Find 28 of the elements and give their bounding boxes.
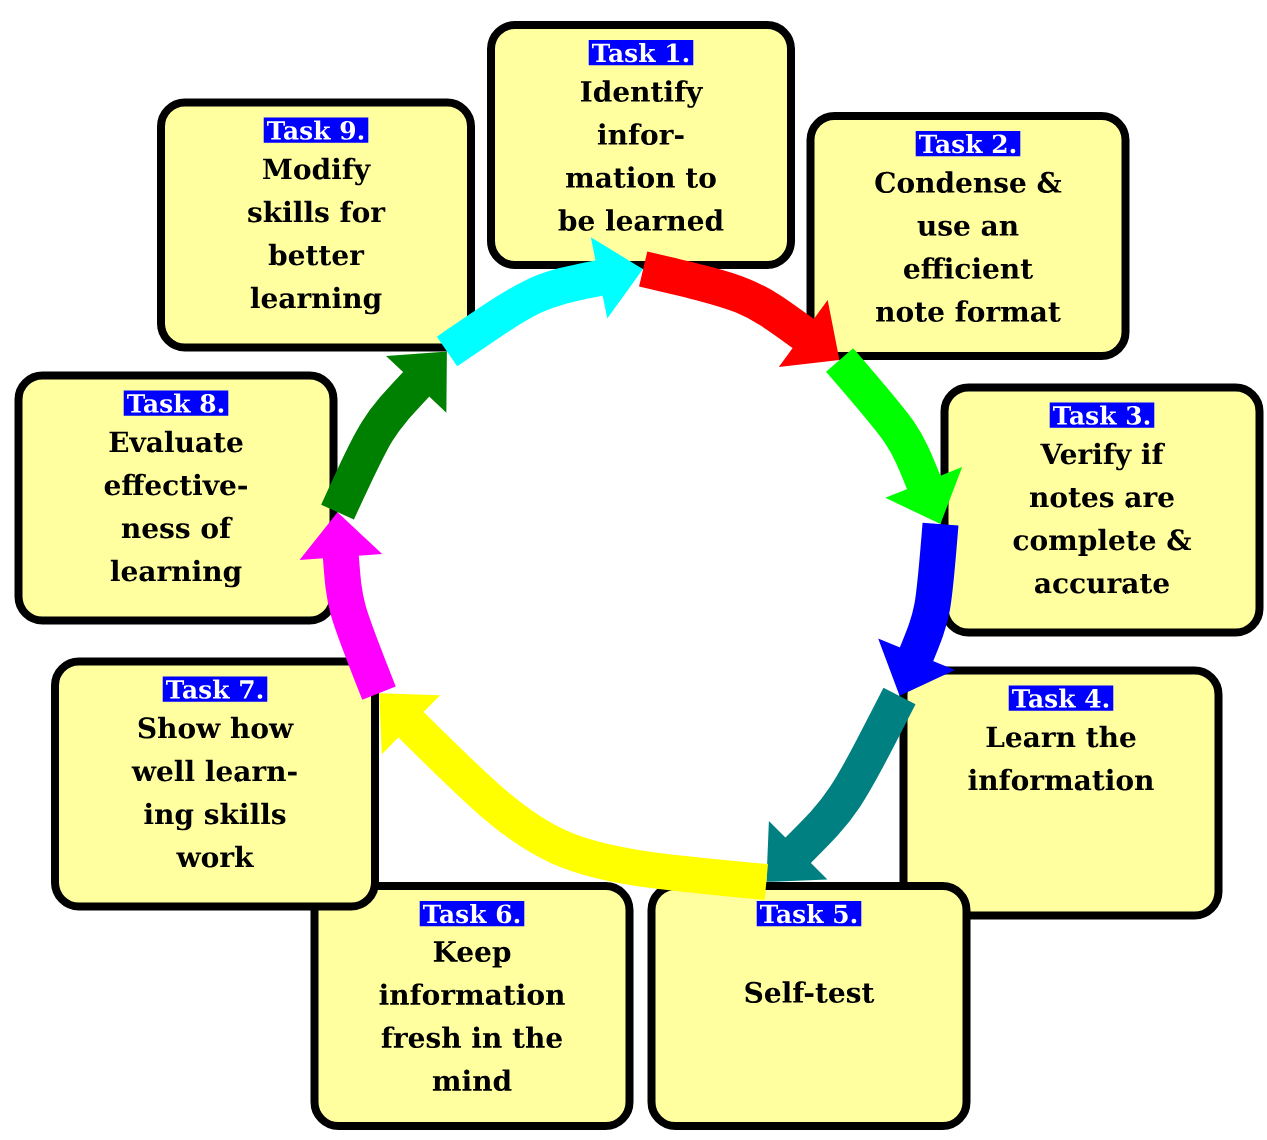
task-text: Verify if notes are complete & accurate — [1013, 442, 1192, 594]
task-heading: Task 6. — [419, 901, 525, 927]
task-text: Keep information fresh in the mind — [379, 941, 565, 1092]
task-heading: Task 9. — [263, 117, 369, 143]
task-box — [806, 112, 1130, 360]
task-text: Self-test — [745, 981, 875, 1003]
task-box — [487, 21, 795, 269]
task-text: Modify skills for better learning — [248, 157, 386, 315]
task-text: Condense & use an efficient note format — [875, 171, 1062, 322]
task-box — [14, 371, 338, 625]
task-box — [940, 383, 1264, 637]
task-box — [157, 98, 475, 352]
task-text: Identify infor- mation to be learned — [558, 80, 724, 231]
cycle-arrow — [766, 687, 916, 882]
task-text: Learn the information — [968, 725, 1154, 791]
task-text: Evaluate effective- ness of learning — [104, 430, 247, 588]
task-heading: Task 4. — [1008, 685, 1114, 711]
task-box — [647, 882, 971, 1130]
task-heading: Task 1. — [588, 40, 694, 66]
task-heading: Task 3. — [1049, 402, 1155, 428]
task-heading: Task 2. — [915, 131, 1021, 157]
task-heading: Task 5. — [756, 901, 862, 927]
task-box — [51, 657, 379, 911]
task-box — [899, 666, 1223, 920]
task-heading: Task 7. — [162, 676, 268, 702]
task-heading: Task 8. — [123, 390, 229, 416]
task-text: Show how well learn- ing skills work — [131, 716, 297, 868]
task-box — [310, 882, 634, 1130]
